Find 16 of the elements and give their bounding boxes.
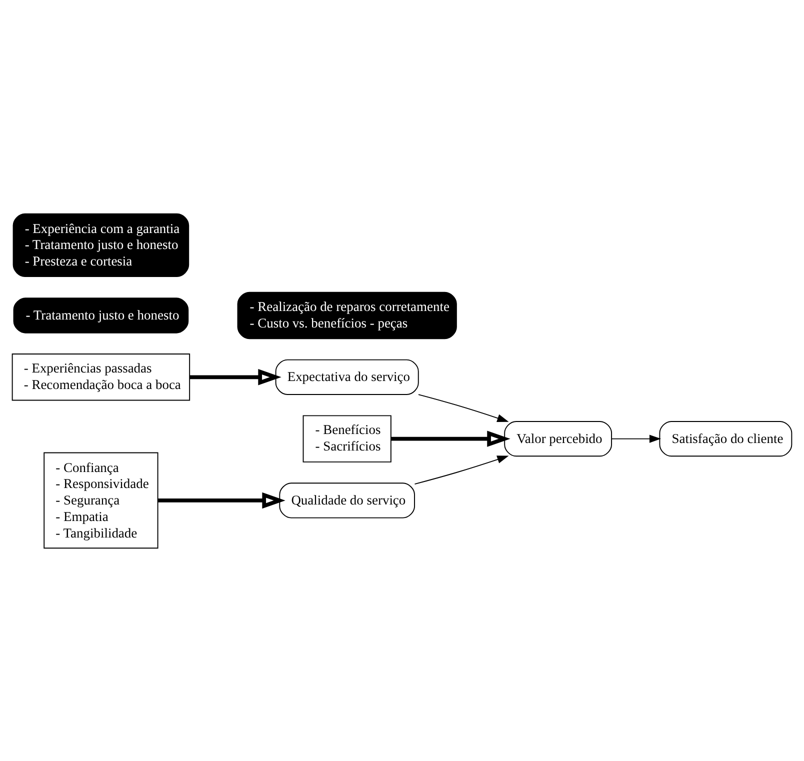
node-box: - Tratamento justo e honesto xyxy=(13,297,189,333)
node-box: - Experiência com a garantia - Tratamento justo e honesto - Presteza e cortesia xyxy=(12,212,190,276)
node-box: - Confiança - Responsividade - Segurança - Empatia - Tangibilidade xyxy=(44,452,158,548)
arrow xyxy=(611,434,662,442)
node-box: Valor percebido xyxy=(504,420,612,456)
node-box: Expectativa do serviço xyxy=(275,358,419,394)
arrow xyxy=(190,368,282,385)
node-box: Satisfação do cliente xyxy=(659,420,792,456)
arrow xyxy=(414,455,509,484)
node-box: - Experiências passadas - Recomendação boca a boca xyxy=(12,353,190,400)
arrow xyxy=(418,394,509,422)
arrow xyxy=(158,492,286,508)
node-box: - Realização de reparos corretamente - Custo vs. benefícios - peças xyxy=(237,291,457,339)
arrow xyxy=(391,430,510,446)
node-box: - Benefícios - Sacrifícios xyxy=(302,414,392,462)
node-box: Qualidade do serviço xyxy=(279,482,415,518)
